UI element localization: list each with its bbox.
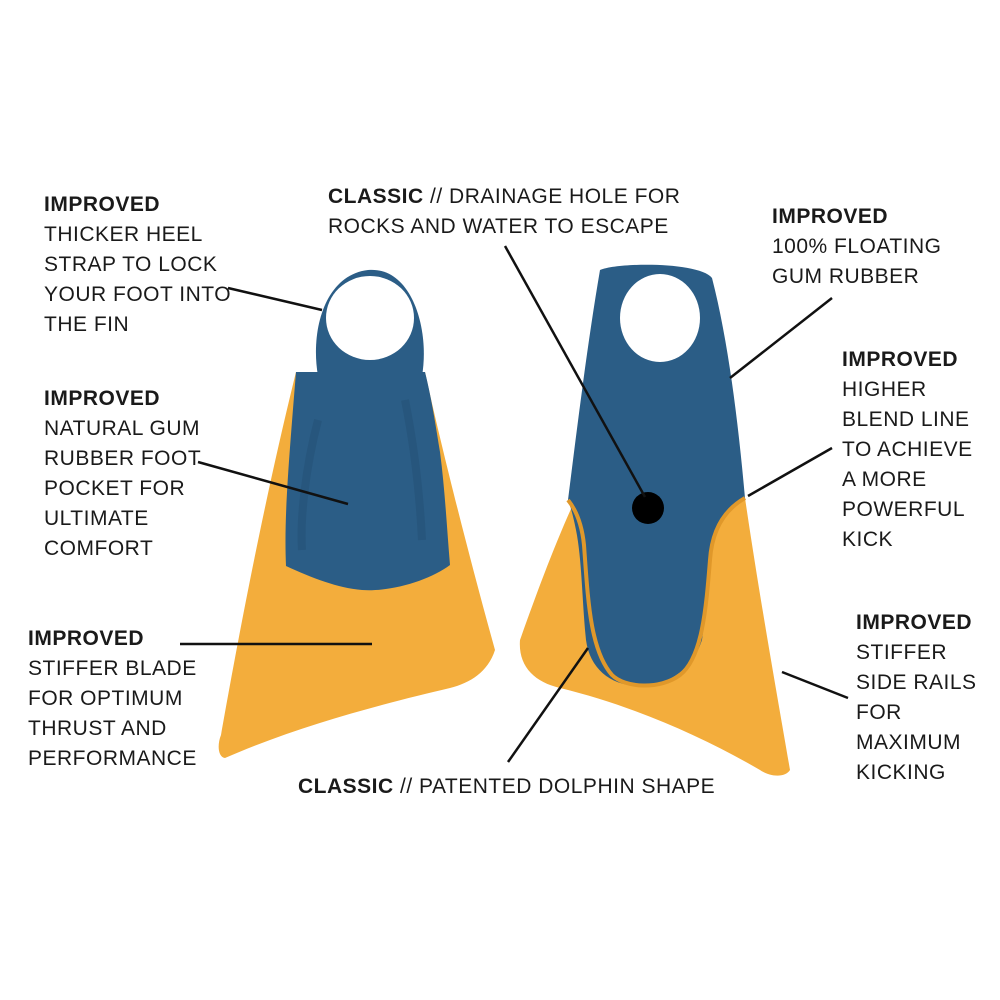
- callout-tag: CLASSIC: [328, 185, 424, 208]
- callout-line: HIGHER: [842, 378, 927, 401]
- callout-floating: IMPROVED 100% FLOATING GUM RUBBER: [772, 202, 942, 292]
- callout-tag: CLASSIC: [298, 775, 394, 798]
- callout-line: NATURAL GUM: [44, 417, 201, 440]
- callout-line: KICKING: [856, 761, 946, 784]
- callout-heading: IMPROVED: [772, 205, 889, 228]
- callout-line: CLASSIC // PATENTED DOLPHIN SHAPE: [298, 772, 715, 802]
- leader-side-rails: [781, 670, 849, 700]
- callout-line: YOUR FOOT INTO: [44, 283, 232, 306]
- callout-line: FOR OPTIMUM: [28, 687, 183, 710]
- callout-line: STIFFER: [856, 641, 947, 664]
- callout-line: KICK: [842, 528, 894, 551]
- leader-heel-strap: [227, 286, 323, 312]
- leader-drainage: [503, 245, 647, 498]
- callout-heel-strap: IMPROVED THICKER HEEL STRAP TO LOCK YOUR…: [44, 190, 231, 340]
- leader-foot-pocket: [197, 460, 349, 506]
- right-fin: [519, 264, 790, 776]
- callout-line: MAXIMUM: [856, 731, 961, 754]
- left-fin: [218, 269, 495, 758]
- leader-blend-line: [747, 446, 833, 498]
- callout-line: SIDE RAILS: [856, 671, 977, 694]
- callout-line: RUBBER FOOT: [44, 447, 202, 470]
- left-fin-foot-pocket: [285, 372, 450, 591]
- left-fin-ridge-right: [401, 399, 426, 541]
- leader-floating: [729, 297, 833, 379]
- callout-line: TO ACHIEVE: [842, 438, 973, 461]
- callout-line: POWERFUL: [842, 498, 966, 521]
- callout-blend-line: IMPROVED HIGHER BLEND LINE TO ACHIEVE A …: [842, 345, 973, 555]
- callout-text: // PATENTED DOLPHIN SHAPE: [393, 775, 716, 798]
- callout-line: PERFORMANCE: [28, 747, 197, 770]
- callout-dolphin: CLASSIC // PATENTED DOLPHIN SHAPE: [298, 772, 715, 802]
- callout-heading: IMPROVED: [44, 193, 161, 216]
- callout-side-rails: IMPROVED STIFFER SIDE RAILS FOR MAXIMUM …: [856, 608, 977, 788]
- callout-heading: IMPROVED: [856, 611, 973, 634]
- callout-blade: IMPROVED STIFFER BLADE FOR OPTIMUM THRUS…: [28, 624, 197, 774]
- callout-line: STRAP TO LOCK: [44, 253, 218, 276]
- callout-line: STIFFER BLADE: [28, 657, 197, 680]
- callout-line: THICKER HEEL: [44, 223, 203, 246]
- right-fin-foot-pocket: [568, 264, 745, 686]
- callout-line: A MORE: [842, 468, 927, 491]
- callout-line: THRUST AND: [28, 717, 167, 740]
- leader-dolphin: [506, 647, 590, 763]
- right-fin-strap-hole: [620, 274, 700, 362]
- drainage-hole: [632, 492, 664, 524]
- callout-heading: IMPROVED: [28, 627, 145, 650]
- callout-line: THE FIN: [44, 313, 130, 336]
- callout-line: CLASSIC // DRAINAGE HOLE FOR: [328, 182, 680, 212]
- callout-line: ROCKS AND WATER TO ESCAPE: [328, 215, 669, 238]
- right-fin-blend-line: [566, 496, 747, 688]
- left-fin-strap-hole: [326, 276, 414, 360]
- callout-line: BLEND LINE: [842, 408, 970, 431]
- callout-line: POCKET FOR: [44, 477, 186, 500]
- callout-line: GUM RUBBER: [772, 265, 920, 288]
- callout-line: ULTIMATE: [44, 507, 149, 530]
- callout-foot-pocket: IMPROVED NATURAL GUM RUBBER FOOT POCKET …: [44, 384, 201, 564]
- callout-text: // DRAINAGE HOLE FOR: [423, 185, 681, 208]
- callout-line: COMFORT: [44, 537, 154, 560]
- callout-drainage: CLASSIC // DRAINAGE HOLE FOR ROCKS AND W…: [328, 182, 680, 242]
- callout-line: 100% FLOATING: [772, 235, 942, 258]
- callout-heading: IMPROVED: [842, 348, 959, 371]
- leader-lines: [180, 245, 849, 763]
- callout-heading: IMPROVED: [44, 387, 161, 410]
- callout-line: FOR: [856, 701, 902, 724]
